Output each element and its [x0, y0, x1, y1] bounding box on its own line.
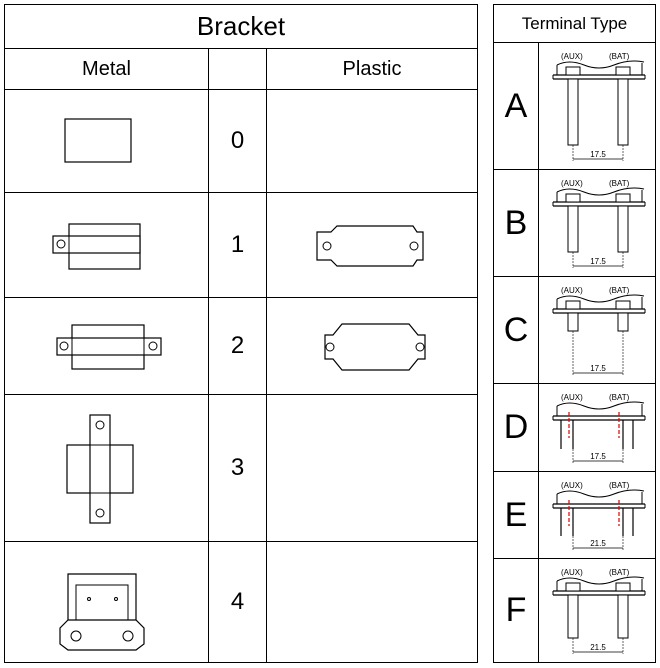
- terminal-row-2-letter: C: [493, 276, 539, 384]
- terminal-dimension-label: 21.5: [590, 539, 606, 548]
- terminal-dimension-label: 17.5: [590, 150, 606, 159]
- bracket-row-1-plastic-cell: [266, 192, 478, 298]
- bracket-row-1-number: 1: [208, 192, 267, 298]
- terminal-row-3-drawing-cell: (AUX) (BAT) 17.5: [538, 383, 656, 472]
- terminal-row-2-drawing-cell: (AUX) (BAT) 17.5: [538, 276, 656, 384]
- bracket-row-0-number: 0: [208, 89, 267, 193]
- bracket-row-4-number: 4: [208, 541, 267, 663]
- bracket-metal-0-rect-icon: [64, 118, 132, 163]
- terminal-row-5-letter: F: [493, 558, 539, 663]
- terminal-f-diagram-icon: (AUX) (BAT) 21.5: [552, 568, 646, 654]
- terminal-dimension-label: 17.5: [590, 257, 606, 266]
- terminal-dimension-label: 21.5: [590, 643, 606, 652]
- terminal-label-bat: (BAT): [609, 568, 630, 577]
- bracket-row-3-number: 3: [208, 394, 267, 542]
- terminal-row-0-drawing-cell: (AUX) (BAT) 17.5: [538, 42, 656, 170]
- bracket-row-3-plastic-cell: [266, 394, 478, 542]
- terminal-label-aux: (AUX): [561, 481, 583, 490]
- col-header-metal: Metal: [4, 48, 209, 90]
- terminal-a-diagram-icon: (AUX) (BAT) 17.5: [552, 52, 646, 161]
- col-header-plastic: Plastic: [266, 48, 478, 90]
- terminal-e-diagram-icon: (AUX) (BAT) 21.5: [552, 481, 646, 550]
- bracket-plastic-2-octagon-flange-icon: [324, 323, 426, 371]
- terminal-row-4-letter: E: [493, 471, 539, 559]
- terminal-title: Terminal Type: [493, 4, 656, 43]
- bracket-row-0-plastic-cell: [266, 89, 478, 193]
- terminal-row-0-letter: A: [493, 42, 539, 170]
- terminal-label-bat: (BAT): [609, 179, 630, 188]
- bracket-row-4-plastic-cell: [266, 541, 478, 663]
- terminal-row-3-letter: D: [493, 383, 539, 472]
- terminal-dimension-label: 17.5: [590, 452, 606, 461]
- terminal-label-bat: (BAT): [609, 393, 630, 402]
- bracket-metal-4-u-clamp-icon: [59, 573, 145, 651]
- terminal-dimension-label: 17.5: [590, 364, 606, 373]
- bracket-metal-1-single-tab-icon: [52, 223, 141, 270]
- terminal-label-aux: (AUX): [561, 393, 583, 402]
- bracket-row-0-metal-cell: [4, 89, 209, 193]
- terminal-row-5-drawing-cell: (AUX) (BAT) 21.5: [538, 558, 656, 663]
- terminal-label-aux: (AUX): [561, 52, 583, 61]
- bracket-metal-3-vertical-strap-icon: [66, 414, 134, 524]
- terminal-label-bat: (BAT): [609, 481, 630, 490]
- bracket-row-2-metal-cell: [4, 297, 209, 395]
- bracket-row-2-plastic-cell: [266, 297, 478, 395]
- bracket-plastic-1-flange-icon: [316, 225, 424, 267]
- terminal-label-bat: (BAT): [609, 286, 630, 295]
- terminal-label-aux: (AUX): [561, 286, 583, 295]
- bracket-row-2-number: 2: [208, 297, 267, 395]
- terminal-label-aux: (AUX): [561, 568, 583, 577]
- terminal-label-aux: (AUX): [561, 179, 583, 188]
- terminal-row-4-drawing-cell: (AUX) (BAT) 21.5: [538, 471, 656, 559]
- terminal-row-1-letter: B: [493, 169, 539, 277]
- terminal-d-diagram-icon: (AUX) (BAT) 17.5: [552, 393, 646, 463]
- terminal-b-diagram-icon: (AUX) (BAT) 17.5: [552, 179, 646, 268]
- bracket-metal-2-double-tab-icon: [56, 324, 162, 370]
- col-header-number: [208, 48, 267, 90]
- terminal-c-diagram-icon: (AUX) (BAT) 17.5: [552, 286, 646, 375]
- terminal-label-bat: (BAT): [609, 52, 630, 61]
- bracket-row-4-metal-cell: [4, 541, 209, 663]
- terminal-row-1-drawing-cell: (AUX) (BAT) 17.5: [538, 169, 656, 277]
- bracket-row-3-metal-cell: [4, 394, 209, 542]
- bracket-title: Bracket: [4, 4, 478, 49]
- bracket-row-1-metal-cell: [4, 192, 209, 298]
